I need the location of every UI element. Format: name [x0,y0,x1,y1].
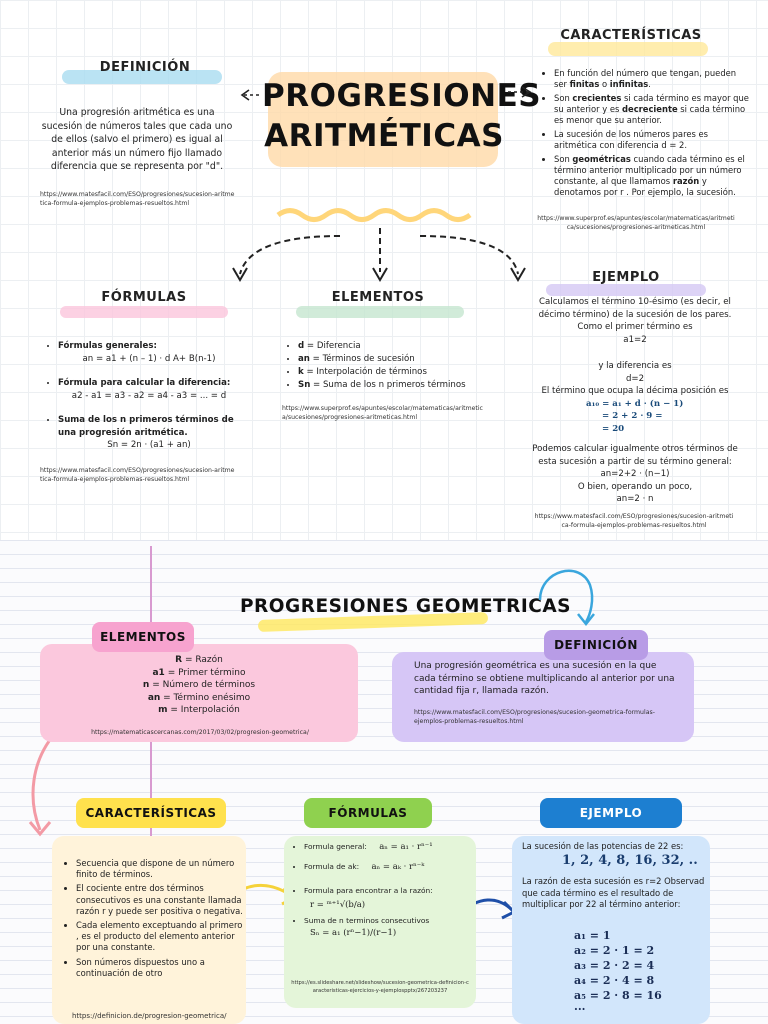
example-diff-label: y la diferencia es [598,361,672,371]
geo-definition-card [392,652,694,742]
geo-elements-list: R = Razón a1 = Primer término n = Número… [40,654,358,717]
geo-formulas-source-link[interactable]: https://es.slideshare.net/slideshow/suce… [291,980,469,994]
example-operating-text: O bien, operando un poco, [577,481,693,492]
characteristics-highlight [548,42,708,56]
elements-heading: ELEMENTOS [331,290,425,305]
geo-characteristics-source-link[interactable]: https://definicion.de/progresion-geometr… [72,1012,227,1020]
geo-definition-source-link[interactable]: https://www.matesfacil.com/ESO/progresio… [414,709,655,725]
geo-formulas-card [284,836,476,1008]
geo-characteristic-item: El cociente entre dos términos consecuti… [76,883,244,917]
title-line-1: PROGRESIONES [262,78,542,114]
definition-source-link[interactable]: https://www.matesfacil.com/ESO/progresio… [40,191,235,207]
geo-element-item: an = Término enésimo [147,692,251,703]
element-item: Sn = Suma de los n primeros términos [298,379,484,392]
example-heading: EJEMPLO [592,270,660,285]
geo-example-ratio-text: La razón de esta sucesión es r=2 Observa… [522,876,705,909]
geo-characteristic-item: Secuencia que dispone de un número finit… [76,858,244,880]
elements-highlight [296,306,464,318]
formulas-heading: FÓRMULAS [101,290,187,305]
formulas-list: Fórmulas generales:an = a1 + (n – 1) · d… [44,340,240,455]
characteristic-item: La sucesión de los números pares es arit… [554,129,750,151]
example-equation-1: a₁₀ = a₁ + d · (n − 1) [586,398,684,409]
arithmetic-title: PROGRESIONES ARITMÉTICAS [262,76,542,156]
formulas-highlight [60,306,228,318]
characteristics-heading: CARACTERÍSTICAS [560,28,702,43]
formula-item-difference: Fórmula para calcular la diferencia:a2 -… [58,377,240,402]
example-general-term: an=2+2 · (n−1) [600,469,670,479]
title-highlight [268,72,498,167]
example-source-link[interactable]: https://www.matesfacil.com/ESO/progresio… [534,513,734,529]
geo-formulas-list: Formula general: aₙ = a₁ · rⁿ⁻¹ Formula … [290,842,472,941]
formulas-source-link[interactable]: https://www.matesfacil.com/ESO/progresio… [40,467,235,483]
characteristic-item: Son geométricas cuando cada término es e… [554,154,750,198]
example-equation-3: = 20 [602,423,625,434]
geo-example-term: a₄ = 2 · 4 = 8 [574,974,655,987]
characteristic-item: En función del número que tengan, pueden… [554,68,750,90]
example-simplified-term: an=2 · n [616,494,654,504]
example-body: Calculamos el término 10-ésimo (es decir… [530,296,740,506]
geo-element-item: R = Razón [175,655,223,665]
elements-source-link[interactable]: https://www.superprof.es/apuntes/escolar… [282,405,483,421]
geo-example-terms: a₁ = 1 a₂ = 2 · 1 = 2 a₃ = 2 · 2 = 4 a₄ … [574,928,662,1013]
geo-characteristics-pill-heading: CARACTERÍSTICAS [76,798,226,828]
example-equation-2: = 2 + 2 · 9 = [602,411,663,421]
geo-characteristics-list: Secuencia que dispone de un número finit… [62,858,244,982]
geo-formula-ak: Formula de ak: aₙ = aₖ · rⁿ⁻ᵏ [304,862,472,872]
geo-example-term: a₃ = 2 · 2 = 4 [574,959,655,972]
geo-formula-sum: Suma de n terminos consecutivos Sₙ = a₁ … [304,916,472,938]
geo-example-term: a₂ = 2 · 1 = 2 [574,944,655,957]
geometric-title: PROGRESIONES GEOMETRICAS [240,596,571,617]
element-item: d = Diferencia [298,340,484,353]
definition-heading: DEFINICIÓN [99,60,191,75]
geo-example-intro: La sucesión de las potencias de 22 es: [522,841,684,851]
geo-characteristics-card [52,836,246,1024]
geo-example-pill-heading: EJEMPLO [540,798,682,828]
geo-elements-source-link[interactable]: https://matematicascercanas.com/2017/03/… [91,729,309,736]
definition-text: Una progresión aritmética es una sucesió… [41,107,233,172]
geo-example-term: a₅ = 2 · 8 = 16 [574,989,662,1002]
geo-formula-ratio: Formula para encontrar a la razón: r = ᵐ… [304,886,472,910]
title-line-2: ARITMÉTICAS [264,118,504,154]
geo-definition-text: Una progresión geométrica es una sucesió… [414,661,675,696]
example-more-text: Podemos calcular igualmente otros términ… [532,444,738,467]
geo-element-item: m = Interpolación [158,705,240,715]
geo-example-term: ... [574,1000,586,1013]
example-highlight [546,284,706,296]
geo-characteristic-item: Cada elemento exceptuando al primero , e… [76,920,244,954]
geo-formula-general: Formula general: aₙ = a₁ · rⁿ⁻¹ [304,842,472,852]
geo-characteristic-item: Son números dispuestos uno a continuació… [76,957,244,979]
margin-line [150,546,152,1024]
geo-formulas-pill-heading: FÓRMULAS [304,798,432,828]
characteristic-item: Son crecientes si cada término es mayor … [554,93,750,126]
geo-example-sequence: 1, 2, 4, 8, 16, 32, .. [562,853,698,868]
example-position-text: El término que ocupa la décima posición … [541,386,729,396]
characteristics-list: En función del número que tengan, pueden… [540,68,750,201]
formula-item-general: Fórmulas generales:an = a1 + (n – 1) · d… [58,340,240,365]
definition-highlight [62,70,222,84]
example-d: d=2 [625,373,645,384]
geo-element-item: n = Número de términos [142,680,256,690]
title-connector-arrows [232,86,532,282]
geo-example-term: a₁ = 1 [574,929,611,942]
elements-card [40,644,358,742]
example-a1: a1=2 [623,334,647,345]
elements-list: d = Diferencia an = Términos de sucesión… [284,340,484,392]
element-item: k = Interpolación de términos [298,366,484,379]
geo-definition-pill-heading: DEFINICIÓN [544,630,648,660]
geo-element-item: a1 = Primer término [152,667,246,678]
example-intro: Calculamos el término 10-ésimo (es decir… [538,297,732,332]
elements-pill-heading: ELEMENTOS [92,622,194,652]
element-item: an = Términos de sucesión [298,353,484,366]
formula-item-sum: Suma de los n primeros términos de una p… [58,414,240,452]
characteristics-source-link[interactable]: https://www.superprof.es/apuntes/escolar… [537,215,735,231]
geo-example-card [512,836,710,1024]
